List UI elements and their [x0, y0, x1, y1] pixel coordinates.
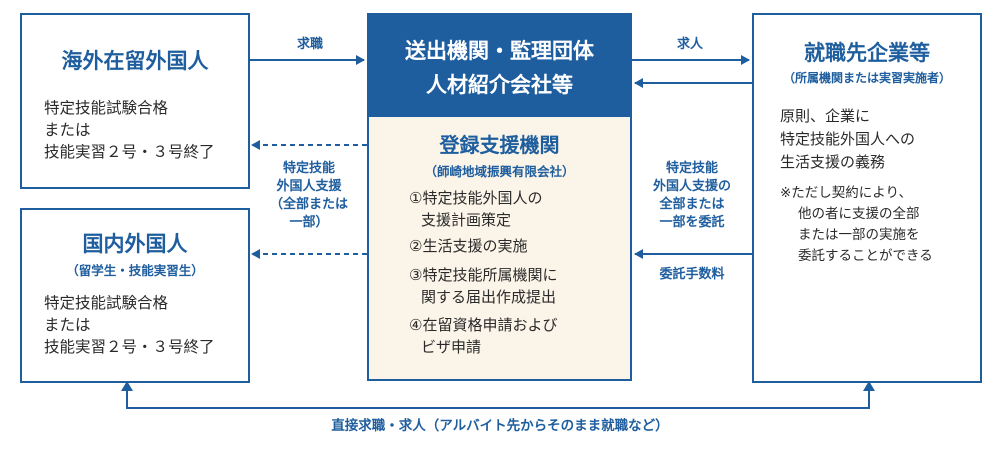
note-line: 委託することができる — [798, 248, 933, 264]
domestic-foreigners-box: 国内外国人 （留学生・技能実習生） 特定技能試験合格 または 技能実習２号・３号… — [20, 208, 250, 383]
overseas-foreigners-title: 海外在留外国人 — [61, 49, 209, 73]
label-line: 全部または — [659, 197, 725, 212]
label-line: 特定技能 — [665, 161, 718, 176]
employer-box: 就職先企業等 （所属機関または実習実施者） 原則、企業に 特定技能外国人への 生… — [752, 13, 982, 383]
domestic-requirements: 特定技能試験合格 または 技能実習２号・３号終了 — [44, 292, 215, 358]
employer-subtitle: （所属機関または実習実施者） — [782, 71, 951, 85]
service-item-1: ①特定技能外国人の 支援計画策定 — [409, 187, 542, 231]
service-line: 支援計画策定 — [421, 211, 512, 229]
obligation-line: 原則、企業に — [780, 107, 871, 125]
service-item-2: ②生活支援の実施 — [409, 235, 527, 257]
domestic-foreigners-title: 国内外国人 — [82, 232, 188, 256]
sending-organizations-line-1: 送出機関・監理団体 — [405, 39, 594, 63]
label-line: 外国人支援の — [652, 179, 731, 194]
service-item-3: ③特定技能所属機関に 関する届出作成提出 — [409, 264, 557, 308]
service-line: ①特定技能外国人の — [409, 189, 543, 207]
overseas-requirements: 特定技能試験合格 または 技能実習２号・３号終了 — [44, 97, 215, 163]
label-line: 外国人支援 — [276, 179, 342, 194]
employer-obligation: 原則、企業に 特定技能外国人への 生活支援の義務 — [780, 105, 915, 174]
sending-organizations-box: 送出機関・監理団体 人材紹介会社等 — [367, 13, 632, 117]
service-line: ビザ申請 — [421, 338, 482, 356]
direct-arrowhead-right — [863, 381, 875, 391]
registered-support-org-name: （師崎地域振興有限会社） — [424, 164, 575, 179]
note-line: または一部の実施を — [798, 227, 920, 243]
label-line: （全部または — [269, 197, 348, 212]
registered-support-org-box: 登録支援機関 （師崎地域振興有限会社） ①特定技能外国人の 支援計画策定 ②生活… — [367, 117, 632, 381]
requirement-line: 特定技能試験合格 — [44, 99, 169, 117]
overseas-foreigners-box: 海外在留外国人 特定技能試験合格 または 技能実習２号・３号終了 — [20, 13, 250, 189]
note-line: ※ただし契約により、 — [780, 185, 913, 201]
outsourcing-label: 特定技能 外国人支援の 全部または 一部を委託 — [636, 160, 748, 232]
service-line: ④在留資格申請および — [409, 316, 558, 334]
label-line: 特定技能 — [282, 161, 335, 176]
direct-arrowhead-left — [121, 381, 133, 391]
domestic-foreigners-subtitle: （留学生・技能実習生） — [66, 263, 204, 278]
fee-label: 委託手数料 — [659, 267, 725, 282]
support-to-foreigners-label: 特定技能 外国人支援 （全部または 一部） — [256, 160, 362, 232]
requirement-line: または — [44, 316, 91, 334]
label-line: 一部を委託 — [659, 215, 725, 230]
job-seeking-label: 求職 — [296, 37, 323, 52]
registered-support-org-title: 登録支援機関 — [439, 133, 560, 157]
obligation-line: 特定技能外国人への — [780, 130, 916, 148]
requirement-line: 技能実習２号・３号終了 — [44, 338, 215, 356]
direct-connection-label: 直接求職・求人（アルバイト先からそのまま就職など） — [331, 418, 669, 434]
requirement-line: 特定技能試験合格 — [44, 294, 169, 312]
obligation-line: 生活支援の義務 — [780, 153, 886, 171]
employer-note: ※ただし契約により、 他の者に支援の全部 または一部の実施を 委託することができ… — [780, 183, 933, 267]
service-line: ③特定技能所属機関に — [409, 266, 558, 284]
service-line: ②生活支援の実施 — [409, 237, 528, 255]
requirement-line: 技能実習２号・３号終了 — [44, 143, 215, 161]
requirement-line: または — [44, 121, 91, 139]
direct-connection-line — [126, 384, 870, 409]
label-line: 一部） — [289, 215, 329, 230]
service-item-4: ④在留資格申請および ビザ申請 — [409, 314, 557, 358]
sending-organizations-line-2: 人材紹介会社等 — [426, 73, 573, 97]
employer-title: 就職先企業等 — [804, 41, 930, 65]
service-line: 関する届出作成提出 — [421, 288, 557, 306]
job-offer-label: 求人 — [676, 37, 703, 52]
note-line: 他の者に支援の全部 — [798, 206, 920, 222]
